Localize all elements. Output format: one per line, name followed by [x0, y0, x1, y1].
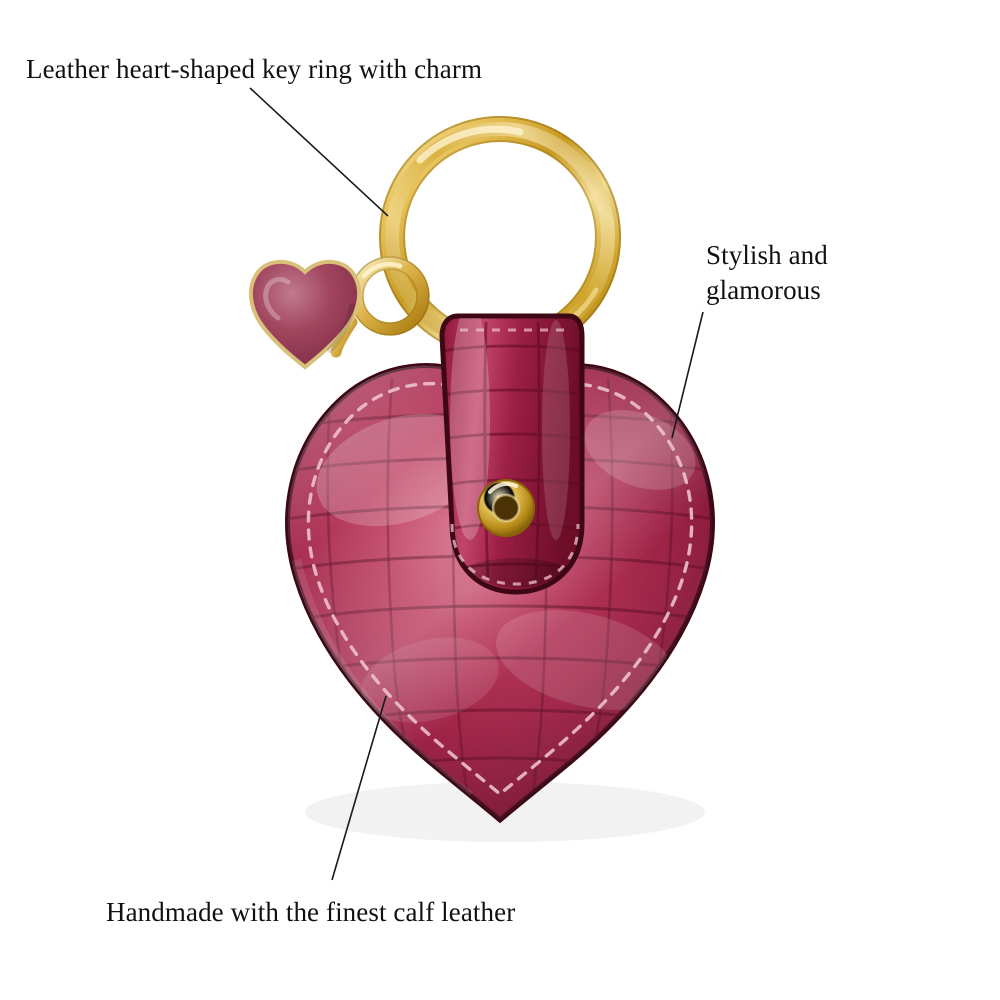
gold-rivet-eyelet	[477, 479, 535, 537]
annotation-label-right: Stylish and glamorous	[706, 240, 828, 305]
annotation-label-top: Leather heart-shaped key ring with charm	[26, 54, 483, 84]
heart-stitching	[306, 382, 694, 797]
leather-strap-tab	[439, 313, 585, 595]
heart-leather-body	[285, 363, 715, 824]
heart-charm	[248, 259, 362, 370]
annotation-label-bottom: Handmade with the finest calf leather	[106, 897, 516, 927]
